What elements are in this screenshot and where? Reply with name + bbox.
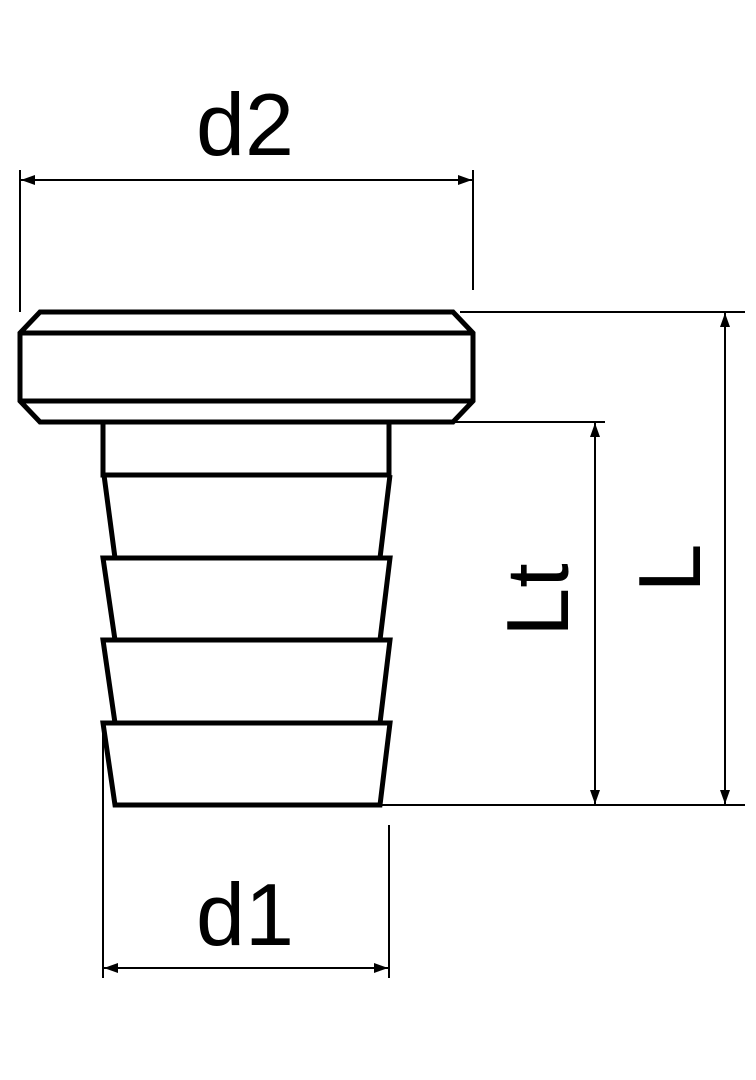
dimension-L: L xyxy=(620,313,730,804)
barb-body xyxy=(100,422,393,808)
label-d1: d1 xyxy=(196,865,294,964)
dimension-d2: d2 xyxy=(19,75,474,312)
label-d2: d2 xyxy=(196,75,294,174)
extension-lines xyxy=(380,311,745,806)
label-L: L xyxy=(620,544,719,593)
dimension-Lt: Lt xyxy=(488,423,600,804)
flange xyxy=(17,309,476,425)
dimension-d1: d1 xyxy=(102,725,390,978)
label-Lt: Lt xyxy=(488,563,587,636)
